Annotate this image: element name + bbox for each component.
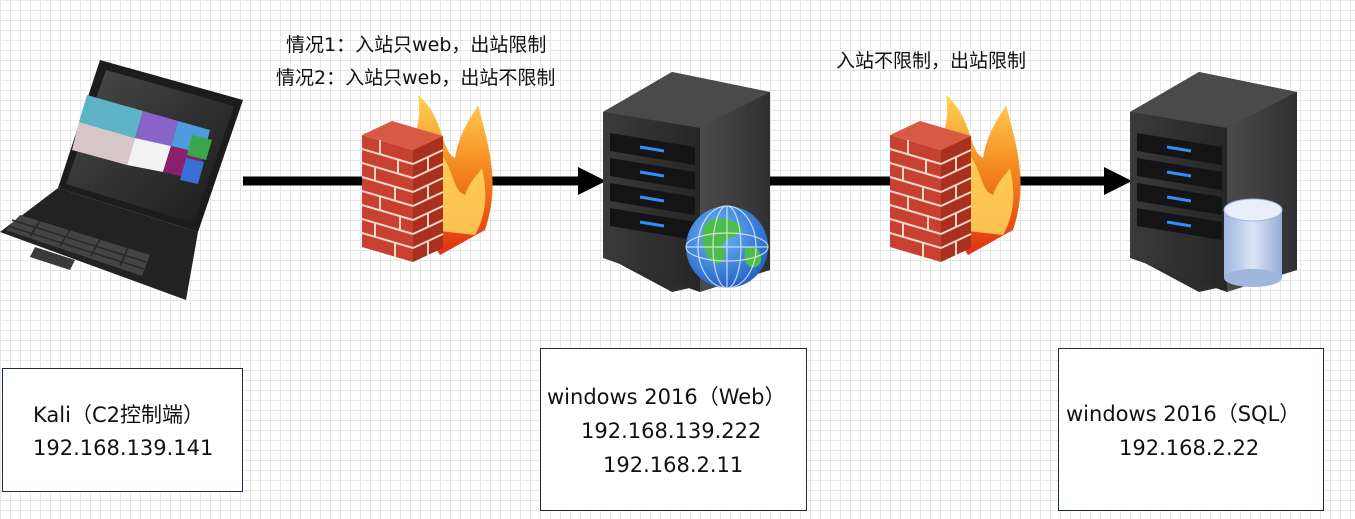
sql-server-icon: [1130, 72, 1297, 292]
sql-ip: 192.168.2.22: [1119, 436, 1260, 460]
inner-rule-note: 入站不限制，出站限制: [836, 50, 1027, 72]
firewall-inner-icon: [889, 95, 1021, 262]
firewall-outer-icon: [361, 95, 493, 262]
web-node-box: windows 2016（Web） 192.168.139.222 192.16…: [540, 348, 807, 511]
globe-icon: [685, 205, 769, 289]
arrow-head-sql: [1104, 167, 1132, 195]
web-ip-2: 192.168.2.11: [603, 453, 744, 477]
kali-node-box: Kali（C2控制端） 192.168.139.141: [2, 368, 243, 492]
web-ip-1: 192.168.139.222: [581, 419, 762, 443]
web-name: windows 2016（Web）: [547, 385, 786, 409]
sql-name: windows 2016（SQL）: [1066, 402, 1301, 426]
kali-name: Kali（C2控制端）: [33, 403, 204, 427]
kali-ip: 192.168.139.141: [33, 436, 214, 460]
database-icon: [1223, 198, 1283, 287]
sql-node-box: windows 2016（SQL） 192.168.2.22: [1058, 348, 1324, 511]
web-server-icon: [603, 72, 770, 292]
case1-note: 情况1：入站只web，出站限制: [286, 34, 547, 56]
case2-note: 情况2：入站只web，出站不限制: [276, 67, 556, 89]
laptop-icon: [0, 60, 243, 300]
arrow-head-web: [578, 167, 606, 195]
